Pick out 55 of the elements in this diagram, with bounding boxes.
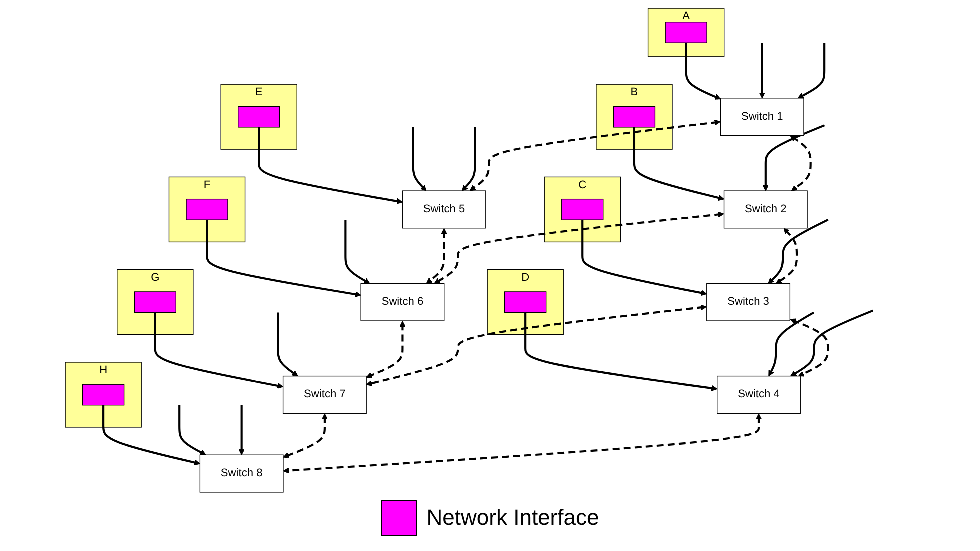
node-box: Switch 7 <box>282 375 367 414</box>
cluster: G <box>116 269 194 335</box>
arrow <box>768 311 814 376</box>
arrow <box>776 228 798 284</box>
arrow <box>790 309 874 376</box>
node-box: Switch 8 <box>200 454 284 492</box>
arrow <box>283 413 762 474</box>
arrow <box>633 126 724 201</box>
arrow <box>582 220 708 296</box>
arrow <box>283 413 328 458</box>
node-box: Switch 3 <box>706 282 790 321</box>
arrow <box>790 135 812 191</box>
arrow <box>277 312 298 376</box>
arrow <box>206 220 362 298</box>
node-box: Switch 1 <box>720 98 804 136</box>
node-box <box>134 291 176 313</box>
arrow <box>434 211 724 284</box>
arrow <box>178 404 206 455</box>
arrow <box>685 42 721 100</box>
arrow <box>344 220 370 284</box>
node-box: Switch 6 <box>360 282 445 321</box>
arrow <box>154 312 284 388</box>
arrow <box>790 318 830 376</box>
cluster: B <box>596 84 673 150</box>
arrow <box>258 126 403 204</box>
arrow <box>462 126 476 191</box>
arrow <box>102 404 200 466</box>
node-box <box>561 198 604 220</box>
arrow <box>366 304 707 386</box>
legend-text: Network Interface <box>426 505 600 531</box>
arrow <box>238 404 245 455</box>
node-box: Switch 5 <box>402 190 486 228</box>
arrow <box>412 126 427 191</box>
arrow <box>759 42 766 98</box>
cluster: H <box>65 362 142 428</box>
arrow <box>768 218 829 284</box>
cluster: D <box>487 269 564 335</box>
node-box <box>186 198 228 220</box>
cluster: E <box>220 84 298 150</box>
node-box <box>82 384 125 406</box>
arrow <box>524 312 718 391</box>
node-box: Switch 4 <box>716 375 801 414</box>
cluster: A <box>648 8 725 57</box>
arrow <box>798 42 826 98</box>
node-box: Switch 2 <box>724 190 808 228</box>
arrow <box>470 119 721 191</box>
node-box <box>238 106 280 128</box>
cluster: C <box>544 176 621 242</box>
node-box <box>504 291 547 313</box>
arrow <box>762 124 826 191</box>
cluster: F <box>168 176 246 242</box>
node-box <box>665 22 708 43</box>
arrow <box>426 228 448 284</box>
arrow <box>366 320 406 378</box>
node-box <box>613 106 656 128</box>
